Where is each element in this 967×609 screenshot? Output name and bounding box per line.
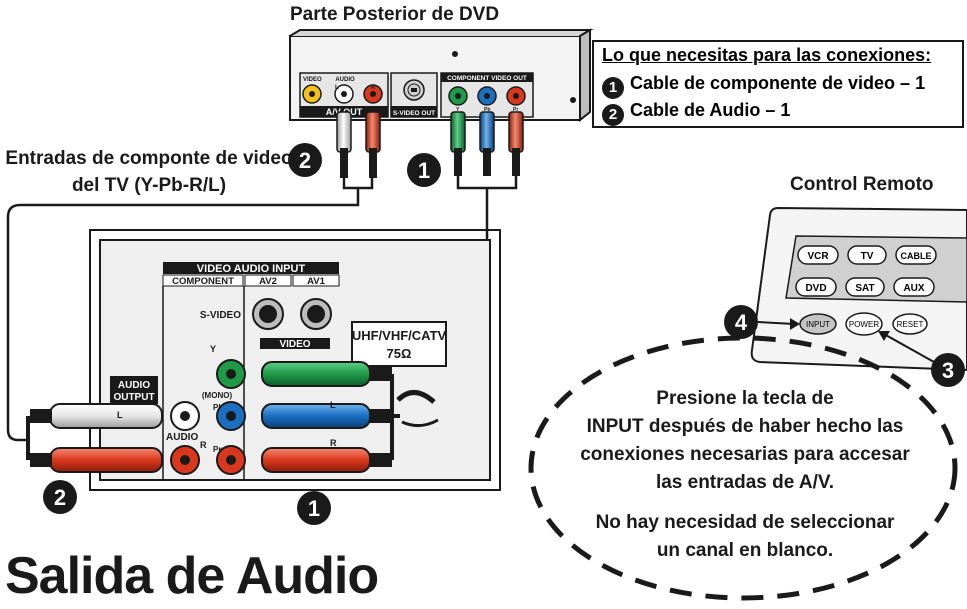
section-heading: Salida de Audio [5, 547, 379, 605]
tv-video-label: VIDEO [279, 339, 310, 350]
tv-audio-label: AUDIO [166, 432, 198, 443]
callout-one-bottom: 1 [297, 491, 331, 525]
dvd-title: Parte Posterior de DVD [290, 4, 500, 25]
sat-button[interactable] [845, 277, 885, 297]
tv-inputs-label: Entradas de componte de video del TV (Y-… [5, 148, 293, 196]
number-one-badge: 1 [602, 77, 624, 99]
tv-pr-label: Pr [213, 445, 221, 454]
svg-text:VCR: VCR [807, 251, 829, 262]
svg-text:1: 1 [308, 496, 320, 521]
svg-text:RESET: RESET [897, 320, 924, 329]
callout-four: 4 [724, 305, 800, 339]
tv-y-label: Y [210, 344, 216, 354]
svg-text:2: 2 [54, 485, 66, 510]
tv-ohm-label: 75Ω [387, 346, 412, 361]
dvd-audio-label: AUDIO [335, 77, 355, 83]
dvd-player: A/V OUT VIDEO AUDIO S-VIDEO OUT COMPONEN… [289, 28, 594, 123]
requirements-title: Lo que necesitas para las conexiones: [602, 45, 932, 65]
callout-two-bottom: 2 [43, 480, 77, 514]
tv-av1-label: AV1 [307, 276, 325, 287]
callout-one-top: 1 [407, 153, 441, 187]
tv-mono-label: (MONO) [202, 391, 233, 400]
number-two-badge: 2 [602, 104, 624, 126]
callout-three: 3 [878, 331, 965, 387]
svg-text:AUX: AUX [903, 283, 924, 294]
instruction-bubble [528, 335, 958, 601]
dvd-button[interactable] [795, 277, 837, 297]
svg-text:DVD: DVD [805, 283, 826, 294]
tv-av2-label: AV2 [259, 276, 277, 287]
tv-button[interactable] [847, 245, 887, 265]
svg-text:2: 2 [299, 148, 311, 173]
tv-component-plugs [261, 361, 400, 473]
svg-text:TV: TV [861, 251, 874, 262]
tv-uhf-label: UHF/VHF/CATV [352, 328, 447, 343]
reset-button[interactable] [892, 313, 928, 335]
svg-text:POWER: POWER [849, 320, 879, 329]
tv-audio-output-label-2: OUTPUT [113, 392, 154, 403]
dvd-video-label: VIDEO [303, 77, 322, 83]
instruction-text: Presione la tecla de INPUT después de ha… [580, 388, 910, 561]
power-button[interactable] [845, 312, 883, 336]
tv-component-label: COMPONENT [172, 276, 234, 287]
callout-two-top: 2 [288, 143, 322, 177]
vcr-button[interactable] [797, 245, 839, 265]
cable-button[interactable] [895, 245, 937, 265]
tv-panel-title: VIDEO AUDIO INPUT [197, 263, 306, 275]
tv-pb-label: Pb [213, 403, 223, 412]
dvd-audio-plugs [336, 111, 381, 178]
remote-buttons-row2: DVD SAT AUX [795, 277, 935, 297]
remote-buttons-row3: INPUT POWER RESET [799, 312, 928, 336]
dvd-svideo-out-label: S-VIDEO OUT [393, 110, 435, 117]
dvd-component-plugs [450, 111, 524, 176]
svg-text:CABLE: CABLE [901, 251, 932, 261]
tv-svideo-label: S-VIDEO [200, 310, 241, 321]
svg-text:INPUT: INPUT [806, 320, 830, 329]
aux-button[interactable] [893, 277, 935, 297]
svg-text:3: 3 [942, 358, 954, 383]
dvd-component-out-label: COMPONENT VIDEO OUT [447, 75, 527, 82]
svg-text:SAT: SAT [855, 283, 874, 294]
tv-audio-output-label-1: AUDIO [118, 380, 150, 391]
remote-title: Control Remoto [790, 174, 934, 195]
svg-text:1: 1 [418, 158, 430, 183]
tv-r-label: R [200, 440, 207, 450]
svg-text:4: 4 [735, 310, 748, 335]
remote-buttons-row1: VCR TV CABLE [797, 245, 937, 265]
tv-audio-plugs [26, 403, 163, 473]
